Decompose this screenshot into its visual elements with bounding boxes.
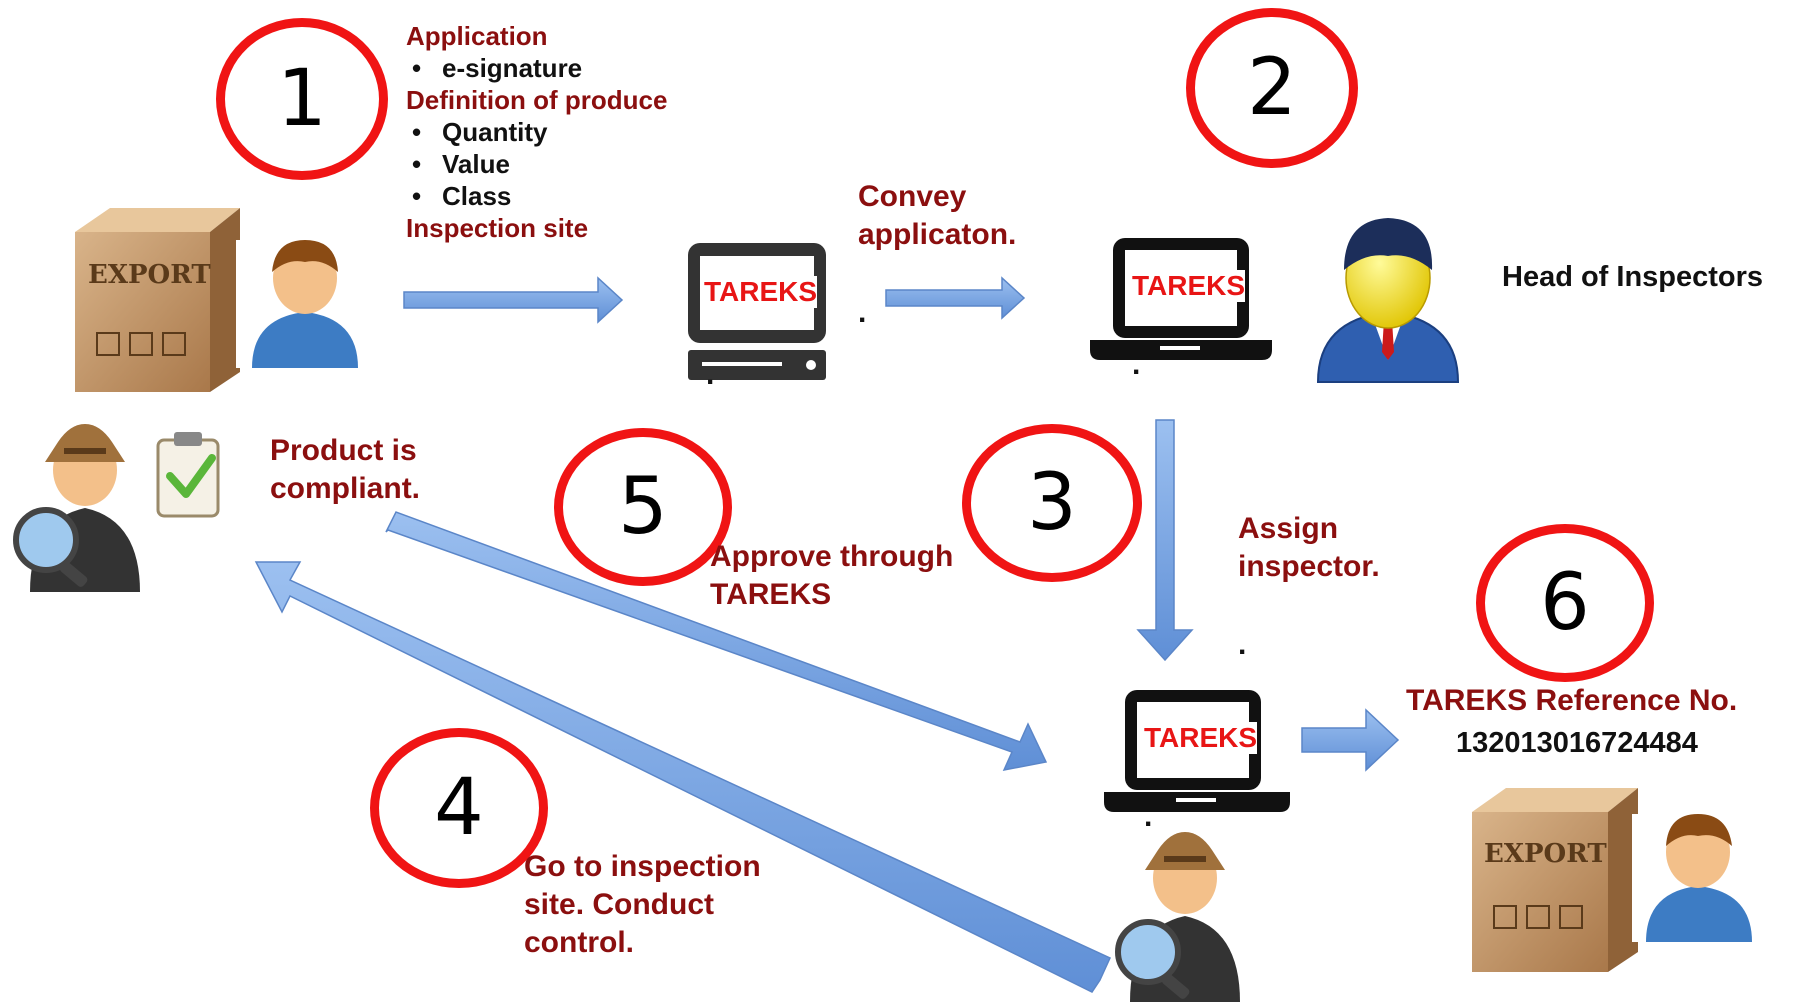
dot-marker: . <box>1238 628 1247 661</box>
arrow-tareks-to-head <box>885 276 1026 320</box>
tareks-inspector-laptop-label: TAREKS <box>1144 722 1258 754</box>
quantity-item: Quantity <box>406 116 667 148</box>
tareks-head-laptop-label: TAREKS <box>1132 270 1246 302</box>
definition-heading: Definition of produce <box>406 85 668 115</box>
arrow-approve-through-tareks <box>385 511 1048 772</box>
value-item: Value <box>406 148 667 180</box>
step-circle-4: 4 <box>370 728 548 888</box>
arrow-assign-down <box>1136 419 1194 662</box>
step-circle-5: 5 <box>554 428 732 586</box>
head-inspector-icon <box>1316 218 1460 383</box>
tareks-desktop-label: TAREKS <box>704 276 818 308</box>
inspection-site-heading: Inspection site <box>406 213 589 243</box>
dot-marker: . <box>1144 800 1153 833</box>
dot-marker: . <box>706 358 715 391</box>
compliant-label: Product is compliant. <box>270 434 421 505</box>
dot-marker: . <box>1132 348 1141 381</box>
arrow-to-reference <box>1301 708 1400 772</box>
esignature-item: e-signature <box>406 52 667 84</box>
application-heading: Application <box>406 21 548 51</box>
class-item: Class <box>406 180 667 212</box>
inspector-icon <box>1115 832 1240 1002</box>
svg-text:EXPORT: EXPORT <box>88 260 211 290</box>
exporter-person-icon <box>236 240 376 368</box>
dot-marker: . <box>858 296 867 329</box>
arrow-go-to-inspection-site <box>254 561 1111 993</box>
arrow-applicant-to-tareks <box>403 276 624 324</box>
convey-label: Convey applicaton. <box>858 180 1017 251</box>
goto-inspection-label: Go to inspection site. Conduct control. <box>524 850 761 959</box>
step-circle-1: 1 <box>216 18 388 180</box>
step1-details: Application e-signature Definition of pr… <box>406 20 667 244</box>
step-circle-6: 6 <box>1476 524 1654 682</box>
reference-label: TAREKS Reference No. <box>1406 684 1738 717</box>
step-circle-2: 2 <box>1186 8 1358 168</box>
reference-number: 132013016724484 <box>1456 727 1698 759</box>
approve-label: Approve through TAREKS <box>710 540 954 611</box>
step-circle-3: 3 <box>962 424 1142 582</box>
export-box-icon: EXPORT <box>1472 788 1638 972</box>
inspector-icon <box>13 424 140 592</box>
export-box-icon: EXPORT <box>75 208 240 392</box>
exporter-person-icon <box>1632 814 1772 942</box>
svg-text:EXPORT: EXPORT <box>1484 839 1607 869</box>
head-of-inspectors-label: Head of Inspectors <box>1502 261 1764 293</box>
assign-label: Assign inspector. <box>1238 512 1380 583</box>
checklist-icon <box>156 432 220 518</box>
